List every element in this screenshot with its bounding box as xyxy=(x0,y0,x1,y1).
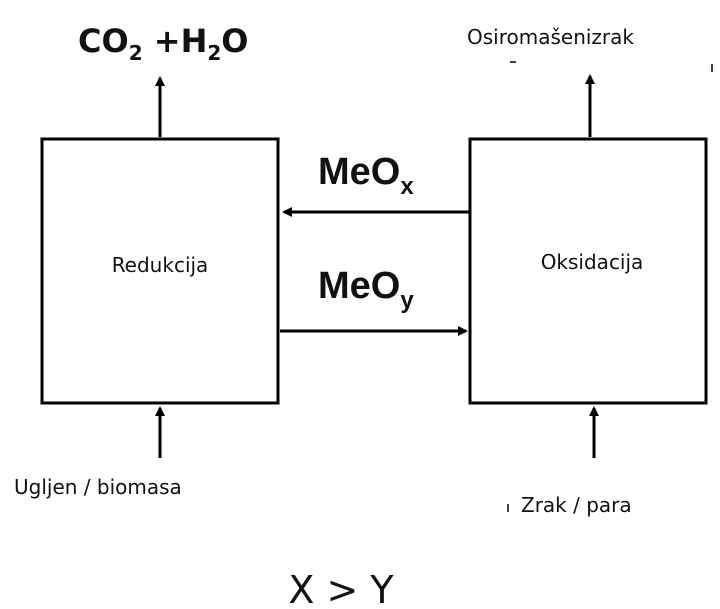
plus-h-text: +H xyxy=(143,22,208,60)
upper-flow-base: MeO xyxy=(318,151,400,193)
co2-text: CO xyxy=(78,22,129,60)
fuel-input-label: Ugljen / biomasa xyxy=(14,475,182,499)
lower-flow-label: MeOy xyxy=(318,265,414,314)
h2o-subscript: 2 xyxy=(207,41,221,65)
oxygen-text: O xyxy=(221,22,248,60)
air-input-label: Zrak / para xyxy=(521,493,632,517)
reduction-reactor-box xyxy=(40,137,280,405)
oxidation-reactor-box xyxy=(468,137,708,405)
products-label: CO2 +H2O xyxy=(78,22,248,65)
reduction-label: Redukcija xyxy=(112,253,209,277)
upper-flow-subscript: x xyxy=(400,173,414,200)
condition-label: X > Y xyxy=(288,568,394,609)
oxidation-label: Oksidacija xyxy=(541,250,644,274)
lower-flow-subscript: y xyxy=(400,287,414,314)
co2-subscript: 2 xyxy=(129,41,143,65)
lower-flow-base: MeO xyxy=(318,265,400,307)
depleted-air-label: Osiromašenizrak xyxy=(467,25,634,49)
upper-flow-label: MeOx xyxy=(318,151,414,200)
